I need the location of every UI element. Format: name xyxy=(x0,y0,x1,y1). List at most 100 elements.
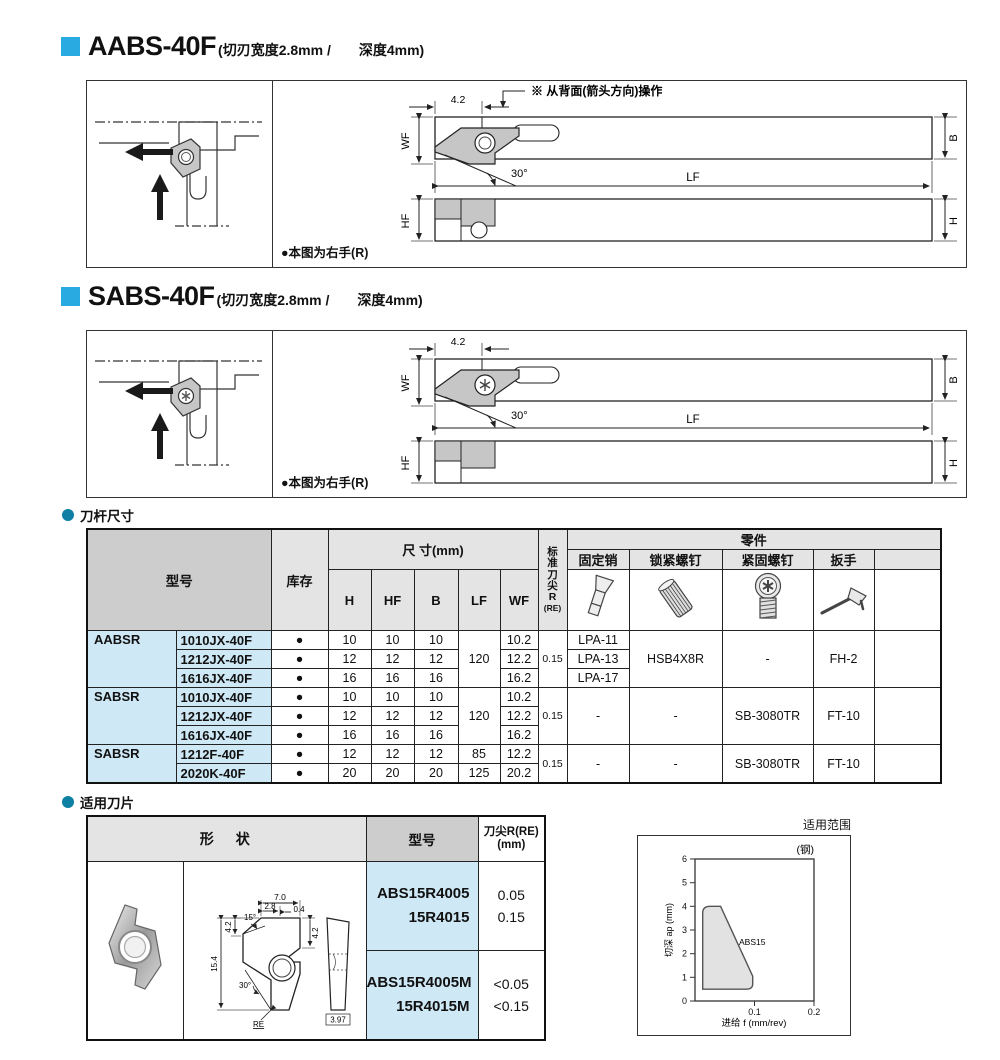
wrench-icon xyxy=(812,569,875,631)
dim-hf: HF xyxy=(400,213,412,228)
model-number: 2020K-40F xyxy=(175,763,272,784)
col-header-hf: HF xyxy=(370,569,415,631)
table-row: 1616JX-40F ● 16 16 16 16.2 xyxy=(87,725,941,745)
col-header-clamping-screw: 紧固螺钉 xyxy=(721,549,814,570)
model-prefix: SABSR xyxy=(86,744,177,784)
fixing-pin-icon xyxy=(566,569,630,631)
dim-wf: WF xyxy=(400,132,412,149)
dim-3-97: 3.97 xyxy=(330,1016,346,1025)
stock-dot: ● xyxy=(270,630,329,650)
table-row: SABSR 1212F-40F ● 12 12 12 85 12.2 0.15 … xyxy=(86,744,942,784)
stock-dot: ● xyxy=(270,687,329,707)
dim-15-4: 15.4 xyxy=(210,956,219,972)
empty-parts-cell xyxy=(873,569,942,631)
model-number: 1010JX-40F xyxy=(175,687,272,707)
col-header-size: 尺 寸(mm) xyxy=(327,528,539,570)
abs15-region xyxy=(702,905,754,990)
insert-model-cell: ABS15R4005M 15R4015M xyxy=(365,950,479,1041)
svg-text:4: 4 xyxy=(682,901,687,911)
dim-30deg-insert: 30° xyxy=(239,981,251,990)
svg-text:0.2: 0.2 xyxy=(808,1007,821,1017)
col-header-locking-screw: 锁紧螺钉 xyxy=(628,549,723,570)
stock-dot: ● xyxy=(270,763,329,784)
svg-text:0.1: 0.1 xyxy=(748,1007,761,1017)
table-row: ABS15R4005M 15R4015M <0.05 <0.15 xyxy=(87,950,546,1041)
application-schematic-drawing xyxy=(95,121,262,227)
dim-lf: LF xyxy=(686,172,699,184)
col-header-insert-model: 型号 xyxy=(365,815,479,862)
dim-4-2: 4.2 xyxy=(451,94,466,106)
chart-title: 适用范围 xyxy=(802,818,851,832)
table-row: SABSR 1010JX-40F ● 10 10 10 120 10.2 0.1… xyxy=(86,687,942,745)
svg-text:5: 5 xyxy=(682,878,687,888)
y-axis-label: 切深 ap (mm) xyxy=(664,903,674,957)
dim-4-2-right: 4.2 xyxy=(311,927,320,939)
blue-square-icon xyxy=(61,37,80,56)
svg-text:3: 3 xyxy=(682,925,687,935)
insert-photo xyxy=(86,861,184,1041)
insert-radius-cell: <0.05 <0.15 xyxy=(477,950,546,1041)
stock-dot: ● xyxy=(270,706,329,726)
insert-model-cell: ABS15R4005 15R4015 xyxy=(365,861,479,951)
knurled-screw-icon xyxy=(628,569,723,631)
col-header-stock: 库存 xyxy=(270,528,329,631)
blue-square-icon xyxy=(61,287,80,306)
model-prefix: SABSR xyxy=(86,687,177,745)
section-header-aabs: AABS-40F (切刃宽度2.8mm / 深度4mm) xyxy=(61,33,424,60)
svg-text:2: 2 xyxy=(682,949,687,959)
insert-radius-cell: 0.05 0.15 xyxy=(477,861,546,951)
aabs-dimension-drawing: 4.2 ※ 从背面(箭头方向)操作 WF B 30° xyxy=(400,83,960,242)
material-label: (钢) xyxy=(797,843,815,856)
dim-2-8: 2.8 xyxy=(264,902,276,911)
feed-arrows xyxy=(125,143,173,220)
application-schematic-drawing xyxy=(95,360,262,466)
insert-section-title: 适用刀片 xyxy=(62,792,134,812)
dim-30deg: 30° xyxy=(511,410,528,422)
insert-in-schematic xyxy=(170,138,201,178)
holder-size-title-text: 刀杆尺寸 xyxy=(80,509,134,524)
insert-title-text: 适用刀片 xyxy=(80,796,134,811)
dim-re: RE xyxy=(253,1020,264,1029)
svg-text:6: 6 xyxy=(682,854,687,864)
model-number: 1616JX-40F xyxy=(175,668,272,688)
dim-4-2: 4.2 xyxy=(451,336,466,348)
col-header-parts: 零件 xyxy=(566,528,942,550)
series-label: ABS15 xyxy=(739,937,766,947)
table-row: 7.0 2.8 0.4 15° 4.2 xyxy=(86,861,546,1041)
aabs-diagram-box: 4.2 ※ 从背面(箭头方向)操作 WF B 30° xyxy=(86,80,967,268)
dim-7-0: 7.0 xyxy=(274,892,286,902)
insert-in-schematic xyxy=(170,377,201,417)
svg-text:1: 1 xyxy=(682,972,687,982)
section-header-sabs: SABS-40F (切刃宽度2.8mm / 深度4mm) xyxy=(61,283,423,310)
col-header-fixing-pin: 固定销 xyxy=(566,549,630,570)
sabs-dimension-panel: 4.2 WF B 30° LF xyxy=(273,331,966,497)
stock-dot: ● xyxy=(270,649,329,669)
col-header-tip-r: 刀尖R(RE) (mm) xyxy=(477,815,546,862)
section-subtitle: (切刃宽度2.8mm / 深度4mm) xyxy=(218,41,425,58)
dim-b: B xyxy=(948,134,960,141)
holder-size-table: 型号 库存 尺 寸(mm) 标 准 刀 尖 R (RE) 零件 固定销 锁紧螺钉… xyxy=(86,528,943,784)
model-number: 1616JX-40F xyxy=(175,725,272,745)
model-number: 1212JX-40F xyxy=(175,649,272,669)
dim-4-2-left: 4.2 xyxy=(224,921,233,933)
col-header-wf: WF xyxy=(499,569,539,631)
insert-table: 形 状 型号 刀尖R(RE) (mm) xyxy=(86,815,546,1041)
col-header-b: B xyxy=(413,569,459,631)
stock-dot: ● xyxy=(270,744,329,764)
sabs-dimension-drawing: 4.2 WF B 30° LF xyxy=(400,336,960,484)
feed-arrows xyxy=(125,382,173,459)
dim-lf: LF xyxy=(686,414,699,426)
chart-frame: (钢) 6 5 4 3 2 1 0 xyxy=(637,835,851,1036)
stock-dot: ● xyxy=(270,668,329,688)
model-number: 1212JX-40F xyxy=(175,706,272,726)
table-row: AABSR 1010JX-40F ● 10 10 10 120 10.2 0.1… xyxy=(86,630,942,688)
x-axis-label: 进给 f (mm/rev) xyxy=(722,1017,787,1029)
chart-plot: (钢) 6 5 4 3 2 1 0 xyxy=(664,843,821,1029)
torx-screw-icon xyxy=(721,569,814,631)
col-header-extra xyxy=(873,549,942,570)
col-header-tip-radius: 标 准 刀 尖 R (RE) xyxy=(537,528,568,631)
dim-hf: HF xyxy=(400,455,412,470)
sabs-diagram-box: 4.2 WF B 30° LF xyxy=(86,330,967,498)
stock-dot: ● xyxy=(270,725,329,745)
